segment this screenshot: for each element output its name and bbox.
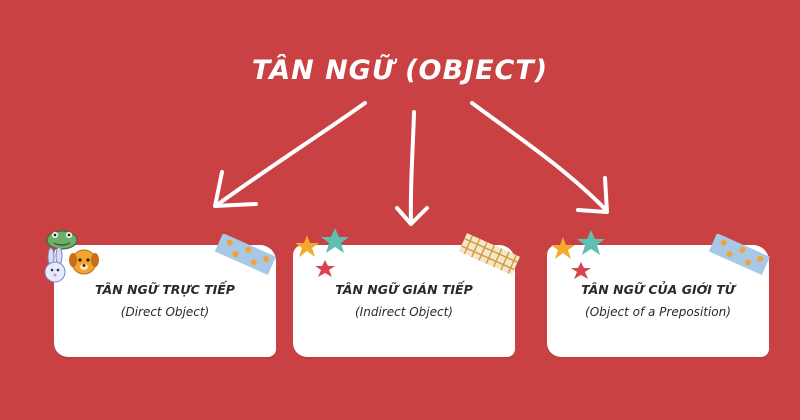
animal-stickers-icon — [44, 230, 99, 283]
arrow-left — [215, 101, 367, 207]
card-subtitle: (Direct Object) — [120, 305, 210, 319]
arrow-middle — [408, 110, 416, 224]
washi-tape-icon — [214, 234, 276, 276]
card-subtitle: (Indirect Object) — [355, 305, 453, 319]
card-object-of-preposition: TÂN NGỮ CỦA GIỚI TỪ (Object of a Preposi… — [547, 245, 769, 357]
card-subtitle: (Object of a Preposition) — [585, 305, 731, 319]
arrow-right — [470, 101, 608, 212]
card-indirect-object: TÂN NGỮ GIÁN TIẾP (Indirect Object) — [293, 245, 515, 357]
arrow-middle-head — [395, 206, 429, 226]
stars-icon — [295, 228, 349, 277]
arrow-left-head — [213, 170, 258, 208]
card-title: TÂN NGỮ TRỰC TIẾP — [95, 282, 235, 297]
washi-tape-icon — [708, 234, 770, 276]
arrow-right-head — [576, 176, 609, 214]
card-title: TÂN NGỮ GIÁN TIẾP — [335, 282, 473, 297]
diagram-title: TÂN NGỮ (OBJECT) — [251, 55, 549, 86]
stars-icon — [551, 230, 605, 279]
washi-tape-icon — [458, 233, 520, 276]
card-title: TÂN NGỮ CỦA GIỚI TỪ — [581, 282, 735, 297]
